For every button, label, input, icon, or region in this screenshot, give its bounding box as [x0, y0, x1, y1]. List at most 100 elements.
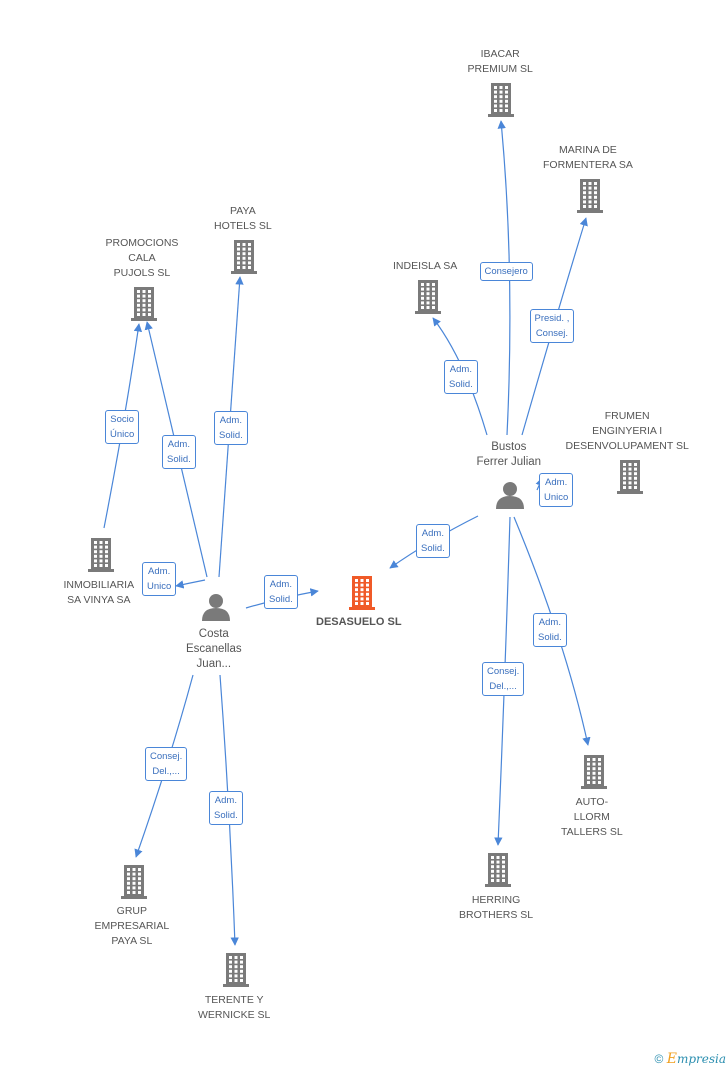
- edge-label-bustos-to-autollorm[interactable]: Adm. Solid.: [533, 613, 567, 647]
- edge-label-line: Consejero: [484, 265, 528, 277]
- company-label-autollorm-line: AUTO-: [575, 796, 609, 808]
- edge-label-line: Adm.: [269, 579, 292, 590]
- company-label-autollorm: AUTO- LLORM TALLERS SL: [561, 795, 623, 840]
- person-label-costa-line: Juan...: [196, 658, 232, 670]
- person-label-costa-line: Escanellas: [186, 643, 242, 655]
- company-label-marina-line: FORMENTERA SA: [543, 159, 633, 171]
- company-label-inmobiliaria-line: INMOBILIARIA: [63, 579, 135, 591]
- edge-label-line: Solid.: [538, 632, 562, 643]
- company-label-grup-line: GRUP: [116, 905, 148, 917]
- edge-label-line: Consej.: [150, 751, 183, 762]
- building-icon-promocions[interactable]: [131, 287, 157, 321]
- building-icon-ibacar[interactable]: [488, 83, 514, 117]
- edge-label-line: Adm.: [148, 566, 171, 577]
- company-label-desasuelo: DESASUELO SL: [316, 615, 402, 630]
- edge-label-line: Adm.: [214, 795, 237, 806]
- person-icon-costa[interactable]: [202, 594, 230, 621]
- company-label-paya_hotels: PAYA HOTELS SL: [214, 204, 272, 234]
- edge-label-costa-to-promocions[interactable]: Adm. Solid.: [162, 435, 196, 469]
- edge-label-line: Unico: [147, 581, 172, 592]
- edge-label-line: Consej.: [535, 328, 569, 339]
- company-label-frumen-line: FRUMEN: [604, 410, 650, 422]
- company-label-promocions: PROMOCIONS CALA PUJOLS SL: [106, 236, 179, 281]
- company-label-inmobiliaria: INMOBILIARIA SA VINYA SA: [64, 578, 135, 608]
- edge-label-line: Solid.: [219, 430, 243, 441]
- edge-label-line: Presid. ,: [534, 313, 570, 324]
- edge-label-bustos-to-indeisla[interactable]: Adm.Solid.: [444, 360, 478, 394]
- building-icon-indeisla[interactable]: [415, 280, 441, 314]
- company-label-grup: GRUP EMPRESARIAL PAYA SL: [95, 904, 170, 949]
- edge-label-bustos-to-herring[interactable]: Consej. Del.,...: [482, 662, 525, 696]
- building-icon-frumen[interactable]: [617, 460, 643, 494]
- building-icon-autollorm[interactable]: [581, 755, 607, 789]
- company-label-frumen-line: DESENVOLUPAMENT SL: [565, 440, 689, 452]
- edge-label-line: Adm.: [449, 364, 472, 375]
- company-label-terente: TERENTE Y WERNICKE SL: [198, 993, 270, 1023]
- company-label-autollorm-line: TALLERS SL: [561, 826, 623, 838]
- edge-label-line: Adm.: [421, 528, 444, 539]
- edge-label-line: Adm.: [219, 415, 242, 426]
- company-label-autollorm-line: LLORM: [573, 811, 610, 823]
- edge-label-line: Solid.: [269, 594, 293, 605]
- copyright-symbol: ©: [654, 1052, 664, 1066]
- edge-label-costa-to-grup[interactable]: Consej. Del.,...: [145, 747, 188, 781]
- edge-label-bustos-to-ibacar[interactable]: Consejero: [479, 261, 533, 281]
- company-label-promocions-line: PUJOLS SL: [113, 267, 171, 279]
- building-icon-paya_hotels[interactable]: [231, 240, 257, 274]
- edge-label-line: Único: [110, 429, 135, 440]
- company-label-paya_hotels-line: HOTELS SL: [214, 220, 272, 232]
- footer-brand: © Empresia: [655, 1051, 726, 1067]
- building-icon-terente[interactable]: [223, 953, 249, 987]
- edge-label-bustos-to-marina[interactable]: Presid. , Consej.: [529, 309, 575, 343]
- edge-costa-to-inmobiliaria: [175, 579, 206, 589]
- edge-label-line: Adm.: [167, 439, 190, 450]
- brand-logo-initial: E: [666, 1051, 677, 1067]
- company-label-marina-line: MARINA DE: [559, 144, 617, 156]
- company-label-grup-line: PAYA SL: [111, 935, 153, 947]
- company-label-herring-line: HERRING: [471, 894, 521, 906]
- edge-label-costa-to-desasuelo[interactable]: Adm. Solid.: [264, 575, 298, 609]
- company-label-grup-line: EMPRESARIAL: [94, 920, 170, 932]
- building-icon-desasuelo[interactable]: [349, 576, 375, 610]
- company-label-promocions-line: CALA: [128, 252, 156, 264]
- edge-label-line: Solid.: [214, 810, 238, 821]
- company-label-indeisla: INDEISLA SA: [393, 259, 457, 274]
- person-label-bustos-line: Ferrer Julian: [476, 456, 542, 468]
- building-icon-herring[interactable]: [485, 853, 511, 887]
- edge-label-line: Solid.: [167, 454, 191, 465]
- company-label-ibacar-line: IBACAR: [480, 48, 520, 60]
- company-label-marina: MARINA DE FORMENTERA SA: [543, 143, 633, 173]
- company-label-inmobiliaria-line: SA VINYA SA: [67, 594, 131, 606]
- edge-label-line: Del.,...: [489, 681, 517, 692]
- company-label-ibacar-line: PREMIUM SL: [467, 63, 533, 75]
- building-icon-marina[interactable]: [577, 179, 603, 213]
- building-icon-inmobiliaria[interactable]: [88, 538, 114, 572]
- edge-label-line: Consej.: [487, 666, 520, 677]
- edge-label-line: Adm.: [538, 617, 561, 628]
- company-label-promocions-line: PROMOCIONS: [105, 237, 179, 249]
- company-label-terente-line: TERENTE Y: [204, 994, 264, 1006]
- edge-label-costa-to-inmobiliaria[interactable]: Adm. Unico: [142, 562, 177, 596]
- company-label-frumen-line: ENGINYERIA I: [592, 425, 663, 437]
- edge-label-line: Solid.: [421, 543, 445, 554]
- company-label-desasuelo-line: DESASUELO SL: [316, 616, 402, 628]
- person-icon-bustos[interactable]: [496, 482, 524, 509]
- company-label-terente-line: WERNICKE SL: [198, 1009, 271, 1021]
- person-label-bustos-line: Bustos: [491, 441, 527, 453]
- company-label-ibacar: IBACAR PREMIUM SL: [468, 47, 533, 77]
- building-icon-grup[interactable]: [121, 865, 147, 899]
- company-label-frumen: FRUMEN ENGINYERIA I DESENVOLUPAMENT SL: [566, 409, 689, 454]
- company-label-paya_hotels-line: PAYA: [230, 205, 256, 217]
- brand-logo-text: mpresia: [676, 1052, 726, 1066]
- edge-label-bustos-to-frumen[interactable]: Adm.Unico: [539, 473, 574, 507]
- edge-label-costa-to-paya_hotels[interactable]: Adm. Solid.: [214, 411, 248, 445]
- person-label-costa-line: Costa: [198, 628, 229, 640]
- edge-label-line: Del.,...: [152, 766, 180, 777]
- edge-label-costa-to-terente[interactable]: Adm. Solid.: [209, 791, 243, 825]
- edge-label-bustos-to-desasuelo[interactable]: Adm. Solid.: [416, 524, 450, 558]
- edge-label-line: Adm.: [545, 477, 568, 488]
